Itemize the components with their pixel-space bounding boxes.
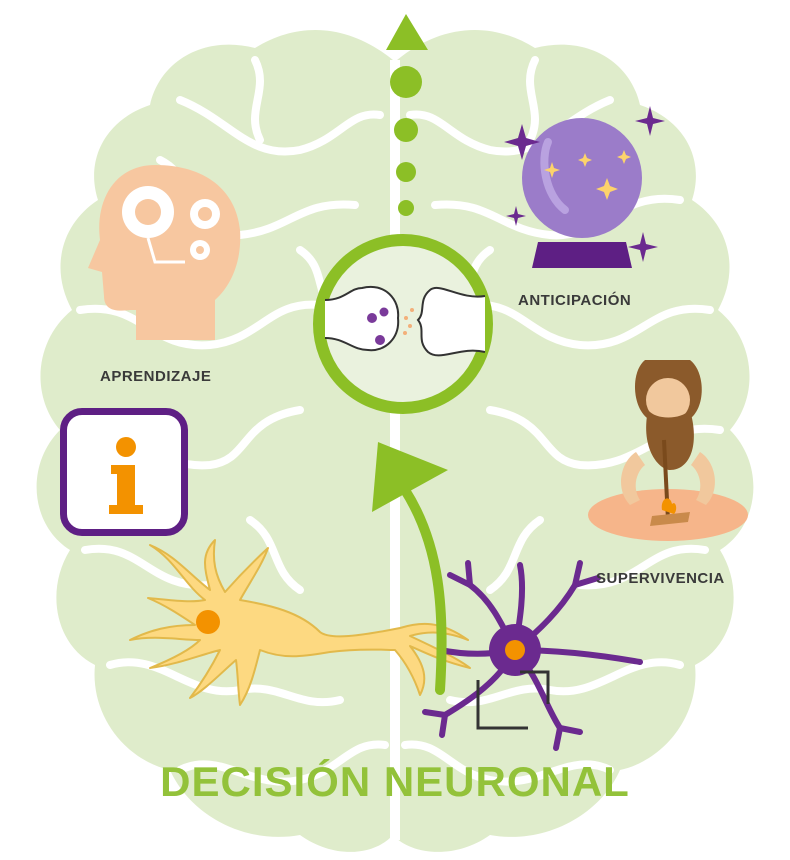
page-title: DECISIÓN NEURONAL: [0, 758, 790, 806]
dot-3: [396, 162, 416, 182]
label-aprendizaje: APRENDIZAJE: [100, 368, 211, 385]
purple-neuron-nucleus: [505, 640, 525, 660]
info-icon: [67, 415, 181, 529]
label-anticipacion: ANTICIPACIÓN: [518, 292, 631, 309]
arrow-up-head: [386, 14, 428, 50]
label-supervivencia: SUPERVIVENCIA: [596, 570, 725, 587]
dot-1: [390, 66, 422, 98]
synapse-icon: [319, 240, 487, 408]
dot-4: [398, 200, 414, 216]
dot-2: [394, 118, 418, 142]
info-box[interactable]: [60, 408, 188, 536]
